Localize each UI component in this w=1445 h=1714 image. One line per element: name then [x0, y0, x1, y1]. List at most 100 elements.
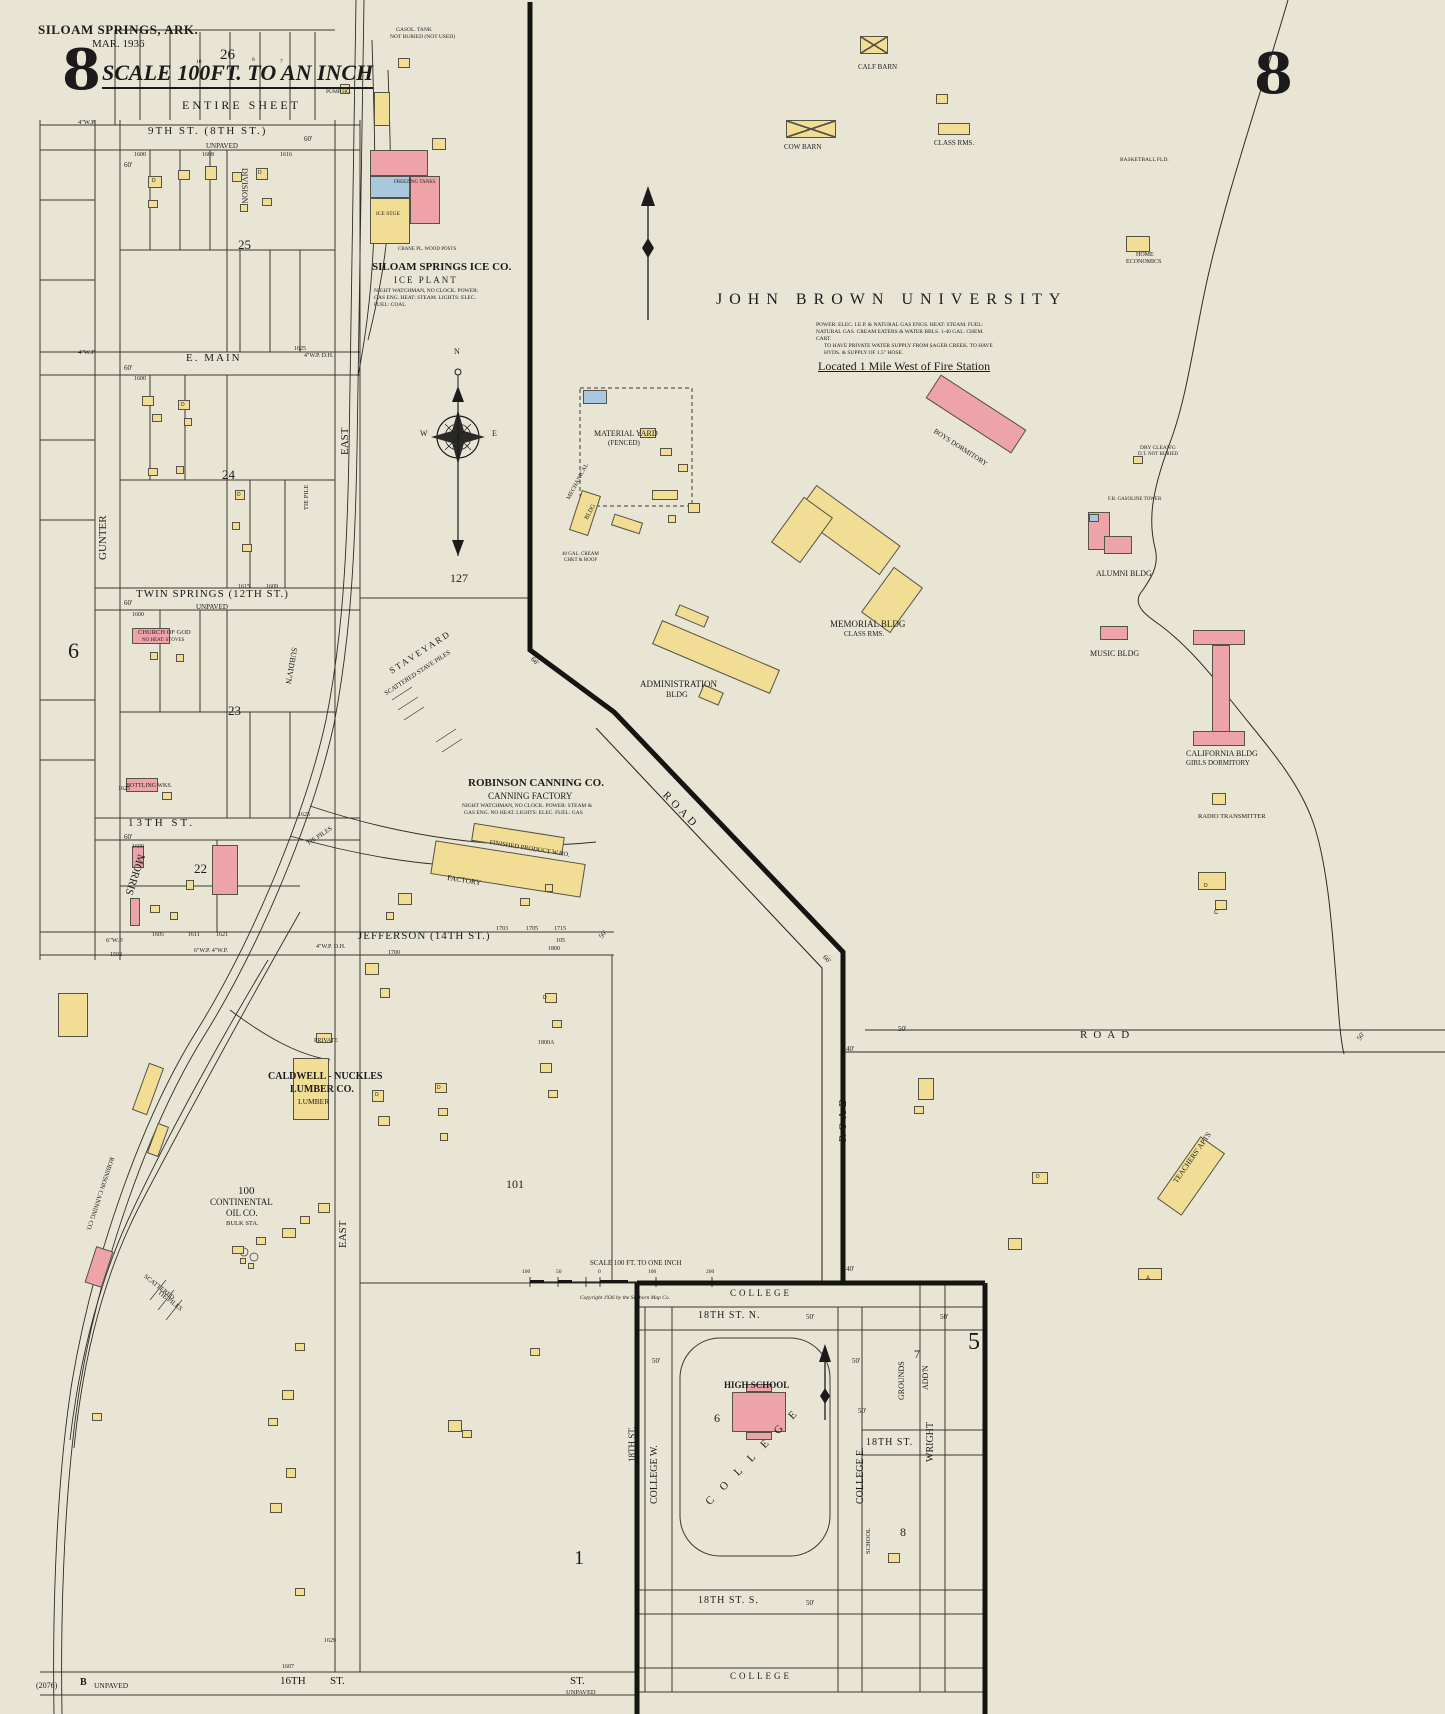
building — [240, 204, 248, 212]
building — [148, 176, 162, 188]
map-label: NIGHT WATCHMAN, NO CLOCK. POWER: — [374, 288, 479, 294]
building — [256, 168, 268, 180]
map-label: TIE PILES — [305, 825, 334, 848]
building — [660, 448, 672, 456]
canning-co-label: ROBINSON CANNING CO. — [468, 777, 604, 789]
map-label: 1800 — [548, 946, 560, 952]
road-label-vertical: ROAD — [837, 1094, 849, 1142]
map-label: FUEL: COAL — [374, 302, 406, 308]
map-label: HOME — [1136, 252, 1154, 258]
building — [148, 200, 158, 208]
map-label: 1625 — [298, 812, 310, 818]
map-label: CLASS RMS. — [844, 630, 885, 638]
map-label: 1625 — [294, 346, 306, 352]
map-label: 4"W.P. D.H. — [316, 944, 346, 950]
street-college-top: COLLEGE — [730, 1288, 792, 1298]
building — [440, 1133, 448, 1141]
map-label: BASKETBALL FLD. — [1120, 157, 1169, 163]
map-label: SCHOOL — [865, 1527, 872, 1554]
map-label: 7 — [280, 59, 283, 65]
building — [530, 1348, 540, 1356]
map-label: PUMP HO. — [326, 89, 352, 95]
building — [914, 1106, 924, 1114]
map-label: GROUNDS — [897, 1361, 906, 1400]
street-grid — [39, 29, 985, 1696]
railroad-tracks — [53, 0, 597, 1714]
map-label: 60' — [124, 364, 133, 372]
map-label: HYDS. & SUPPLY OF 1.5" HOSE. — [824, 350, 904, 356]
block-7: 7 — [914, 1347, 920, 1361]
map-label: 66' — [529, 655, 541, 667]
street-college-e: COLLEGE E. — [855, 1447, 866, 1504]
map-label: 18TH ST. — [627, 1426, 637, 1462]
block-8: 8 — [900, 1525, 906, 1539]
building — [248, 1263, 254, 1269]
building — [282, 1390, 294, 1400]
map-label: 1600 — [134, 152, 146, 158]
street-e-main: E. MAIN — [186, 352, 242, 364]
north-arrow-college — [819, 1344, 831, 1420]
location-note: Located 1 Mile West of Fire Station — [818, 359, 991, 373]
building — [318, 1203, 330, 1213]
map-label: SUBDIV'N — [283, 646, 299, 685]
map-label: LUMBER — [298, 1097, 330, 1106]
map-label: 1615 — [238, 584, 250, 590]
building — [132, 846, 144, 868]
building — [438, 1108, 448, 1116]
map-label: 60' — [124, 161, 133, 169]
memorial-bldg-label: MEMORIAL BLDG — [830, 619, 906, 629]
street-college-bottom: COLLEGE — [730, 1671, 792, 1681]
map-label: CART. — [816, 336, 832, 342]
street-wright: WRIGHT — [925, 1422, 936, 1462]
building — [178, 400, 190, 410]
map-label: MECHANICAL — [566, 462, 591, 501]
building — [380, 988, 390, 998]
map-label: UNPAVED — [94, 1681, 129, 1690]
map-label: 50 — [556, 1269, 562, 1275]
map-label: GASOL. TANK — [396, 27, 432, 33]
building — [410, 176, 440, 224]
building — [170, 912, 178, 920]
map-label: ST. — [330, 1675, 345, 1687]
continental-oil-label: CONTINENTAL — [210, 1197, 273, 1207]
building — [286, 1468, 296, 1478]
building — [936, 94, 948, 104]
map-label: D.T. NOT BURIED — [1138, 452, 1179, 457]
map-label: CANNING FACTORY — [488, 791, 573, 801]
building — [1032, 1172, 1048, 1184]
building — [256, 1237, 266, 1245]
map-label: 60' — [304, 135, 313, 143]
map-label: 1800A — [538, 1040, 555, 1046]
radio-transmitter-label: RADIO TRANSMITTER — [1198, 813, 1266, 820]
map-label: GAS ENG. NO HEAT. LIGHTS: ELEC. FUEL: GA… — [464, 810, 583, 816]
california-bldg-label: CALIFORNIA BLDG — [1186, 749, 1258, 758]
sheet-number-left: 8 — [62, 37, 101, 103]
block-24: 24 — [222, 467, 235, 482]
map-label: B — [80, 1677, 87, 1688]
map-label: 6"W.P. — [106, 937, 124, 944]
map-label: D — [258, 170, 262, 176]
building — [242, 544, 252, 552]
map-label: D — [375, 1092, 379, 1098]
block-6: 6 — [68, 638, 79, 663]
building — [178, 170, 190, 180]
map-label: C — [1214, 910, 1219, 916]
building — [1126, 236, 1150, 252]
map-label: ST. — [570, 1675, 585, 1687]
building — [370, 176, 410, 198]
block-100: 100 — [238, 1185, 255, 1197]
street-gunter: GUNTER — [97, 515, 109, 560]
map-label: 50' — [597, 928, 609, 941]
map-label: 4"W.P. — [78, 349, 96, 356]
map-label: 105 — [556, 938, 565, 944]
map-label: D — [237, 492, 241, 498]
building — [552, 1020, 562, 1028]
map-label: UNPAVED — [196, 603, 228, 611]
street-16th: 16TH — [280, 1675, 306, 1687]
map-label: 50' — [806, 1313, 815, 1321]
building — [132, 628, 170, 644]
map-label: 50' — [652, 1357, 661, 1365]
map-label: 1600 — [132, 612, 144, 618]
